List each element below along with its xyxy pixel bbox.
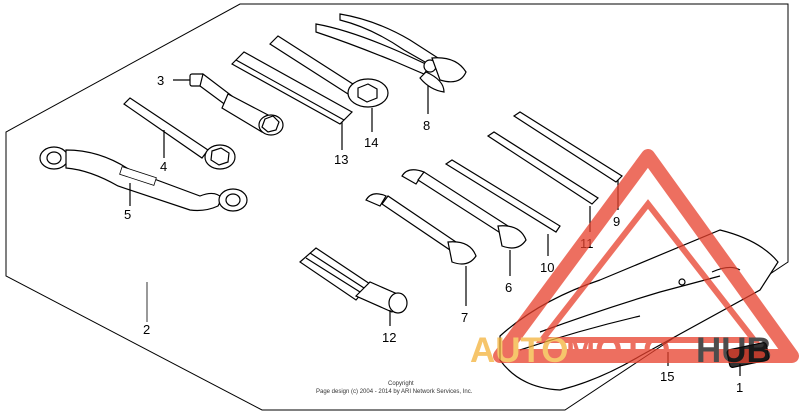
- callout-8: 8: [423, 118, 430, 133]
- callout-5: 5: [124, 207, 131, 222]
- watermark-moto: MOTO: [566, 331, 670, 370]
- callout-12: 12: [382, 330, 396, 345]
- watermark-triangle-inner: [535, 199, 761, 343]
- part-8-pliers: 8: [315, 13, 467, 133]
- watermark-triangle-outer: [493, 149, 799, 363]
- copyright-line-1: Copyright: [388, 381, 414, 387]
- callout-2: 2: [143, 322, 150, 337]
- diagram-frame: [5, 3, 789, 411]
- callout-10: 10: [540, 260, 554, 275]
- watermark-auto: AUTO: [470, 331, 569, 370]
- part-13-handle-bar: 13: [231, 51, 353, 167]
- part-2-leader: 2: [143, 282, 150, 337]
- copyright-line-2: Page design (c) 2004 - 2014 by ARI Netwo…: [316, 389, 473, 395]
- part-3-socket-driver: 3: [157, 72, 284, 136]
- part-10-screwdriver: 10: [444, 159, 561, 275]
- part-7-open-wrench: 7: [365, 193, 477, 325]
- part-6-open-wrench: 6: [401, 169, 527, 295]
- callout-9: 9: [613, 214, 620, 229]
- callout-7: 7: [461, 310, 468, 325]
- callout-4: 4: [160, 159, 167, 174]
- part-5-offset-wrench: 5: [39, 146, 248, 222]
- callout-14: 14: [364, 135, 378, 150]
- watermark-logo: AUTO MOTO HUB: [470, 149, 799, 370]
- part-14-plug-wrench: 14: [269, 35, 389, 150]
- callout-6: 6: [505, 280, 512, 295]
- callout-1: 1: [736, 380, 743, 395]
- part-4-box-wrench: 4: [123, 97, 236, 174]
- callout-15: 15: [660, 369, 674, 384]
- callout-13: 13: [334, 152, 348, 167]
- part-12-screwdriver-handle: 12: [299, 247, 408, 345]
- callout-3: 3: [157, 73, 164, 88]
- watermark-hub: HUB: [696, 331, 772, 370]
